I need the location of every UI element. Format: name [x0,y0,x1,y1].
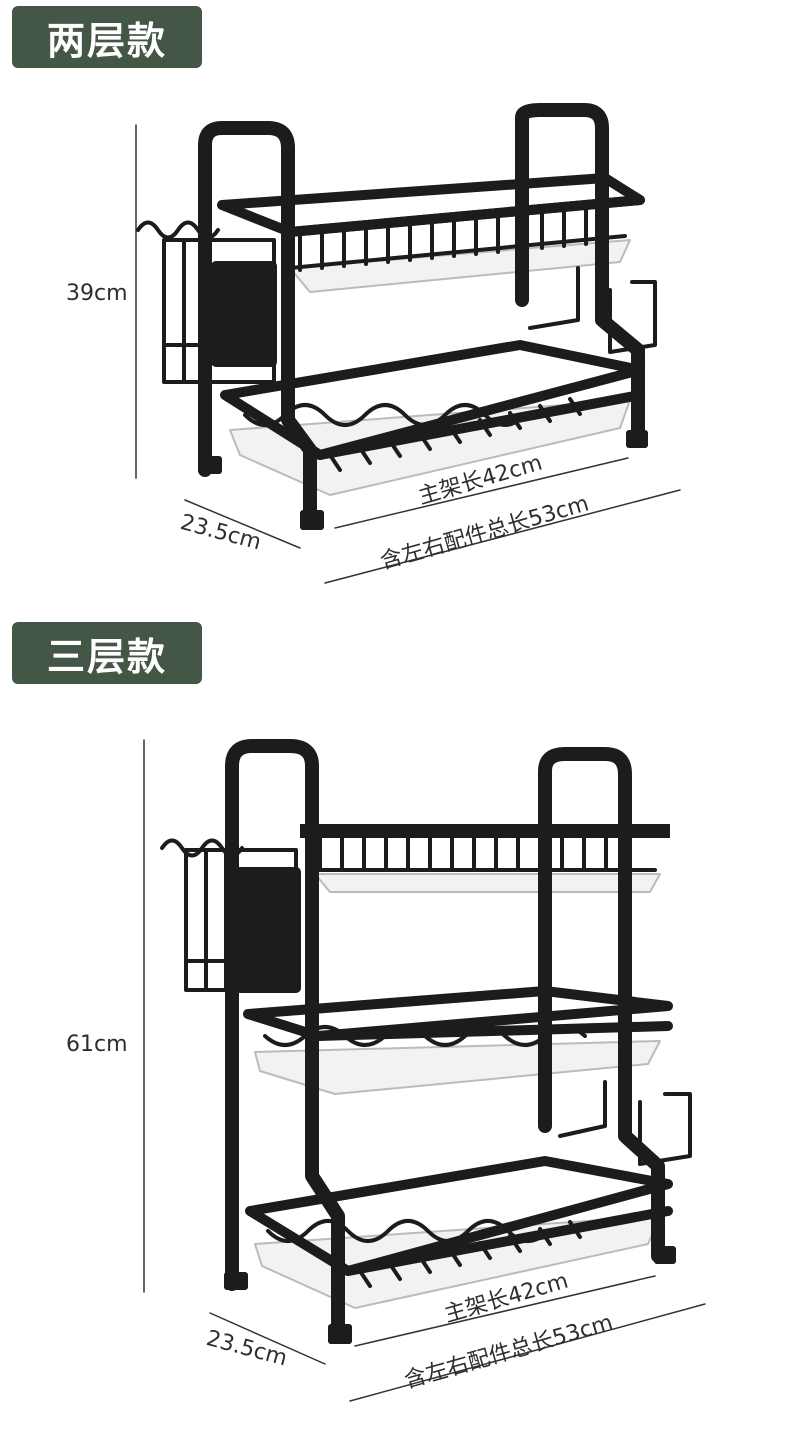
height-label: 39cm [66,281,128,306]
section-title-badge: 两层款 [12,6,202,68]
section-title-badge: 三层款 [12,622,202,684]
dish-rack-image [135,103,681,584]
section-three-tier: 三层款 [0,616,790,1402]
section-two-tier: 两层款 [12,6,681,584]
height-label: 61cm [66,1032,128,1057]
dish-rack-image [143,739,706,1402]
